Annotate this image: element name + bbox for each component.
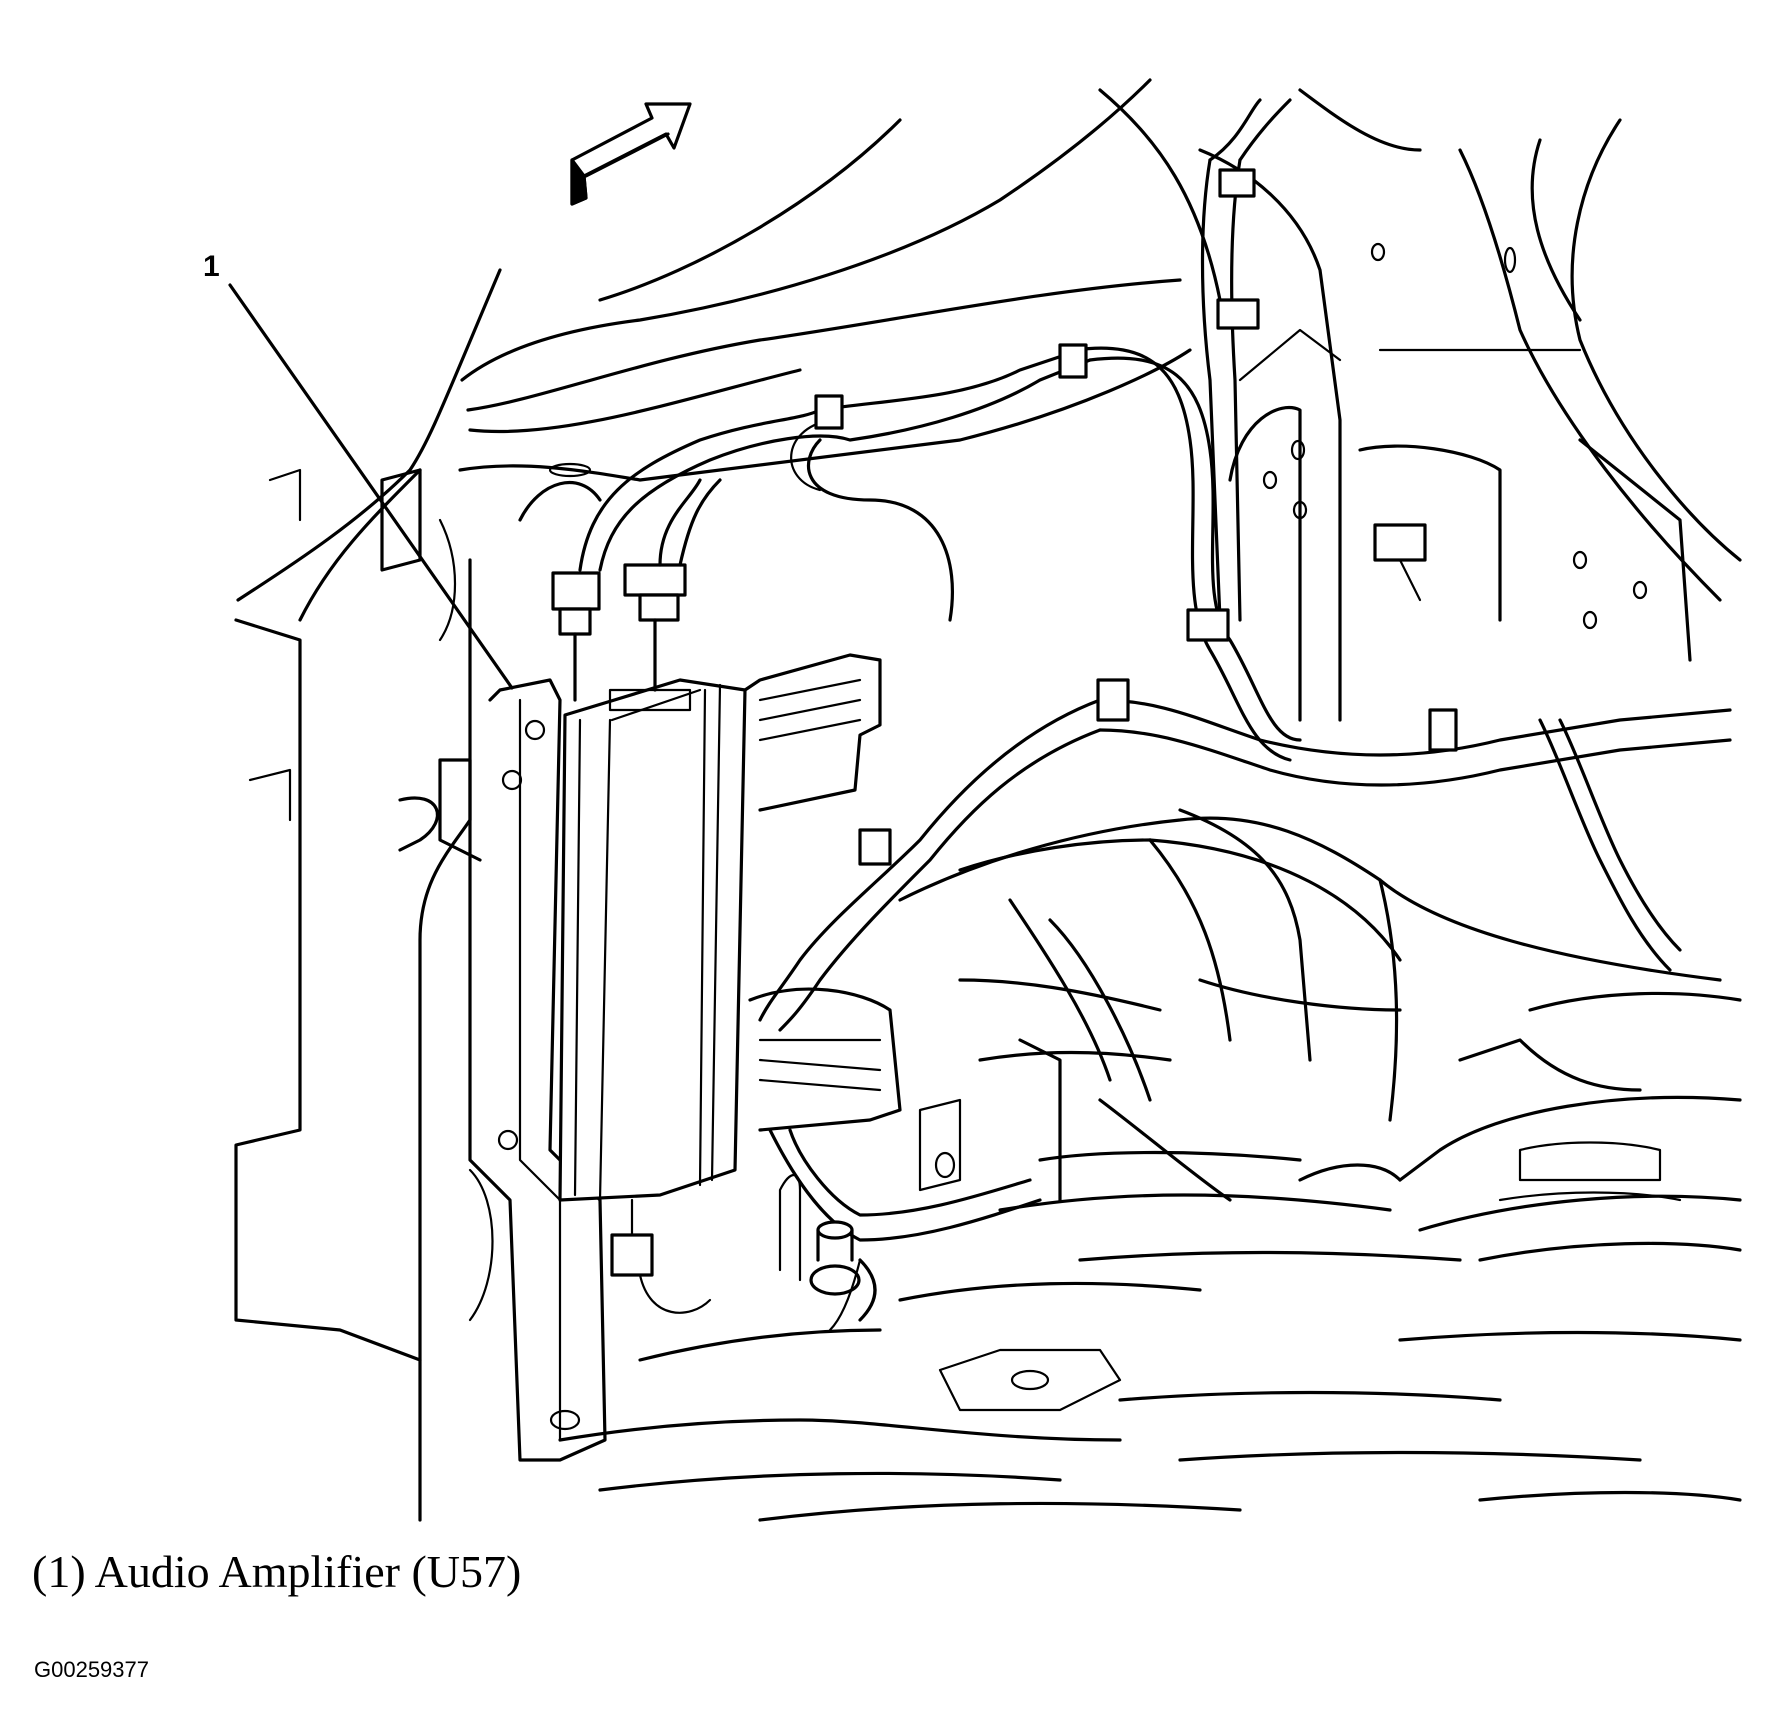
amplifier-electrical-connectors: [551, 523, 1427, 1314]
callout-number-1: 1: [203, 250, 220, 283]
wiring-harness: [578, 98, 1732, 1332]
direction-arrow-icon: [570, 102, 692, 206]
harness-clips: [814, 168, 1458, 866]
audio-amplifier-u57: [558, 653, 902, 1202]
amplifier-mounting-bracket: [438, 678, 607, 1462]
figure-id: G00259377: [34, 1657, 149, 1682]
body-holes-and-stud: [548, 242, 1648, 1296]
floor-and-wheelhouse-outline: [558, 808, 1742, 1522]
diagram-caption: (1) Audio Amplifier (U57): [32, 1546, 522, 1597]
audio-amplifier-location-diagram: [228, 78, 1742, 1522]
body-panel-outline: [234, 78, 1742, 1522]
callout-leader-line: [228, 283, 514, 690]
